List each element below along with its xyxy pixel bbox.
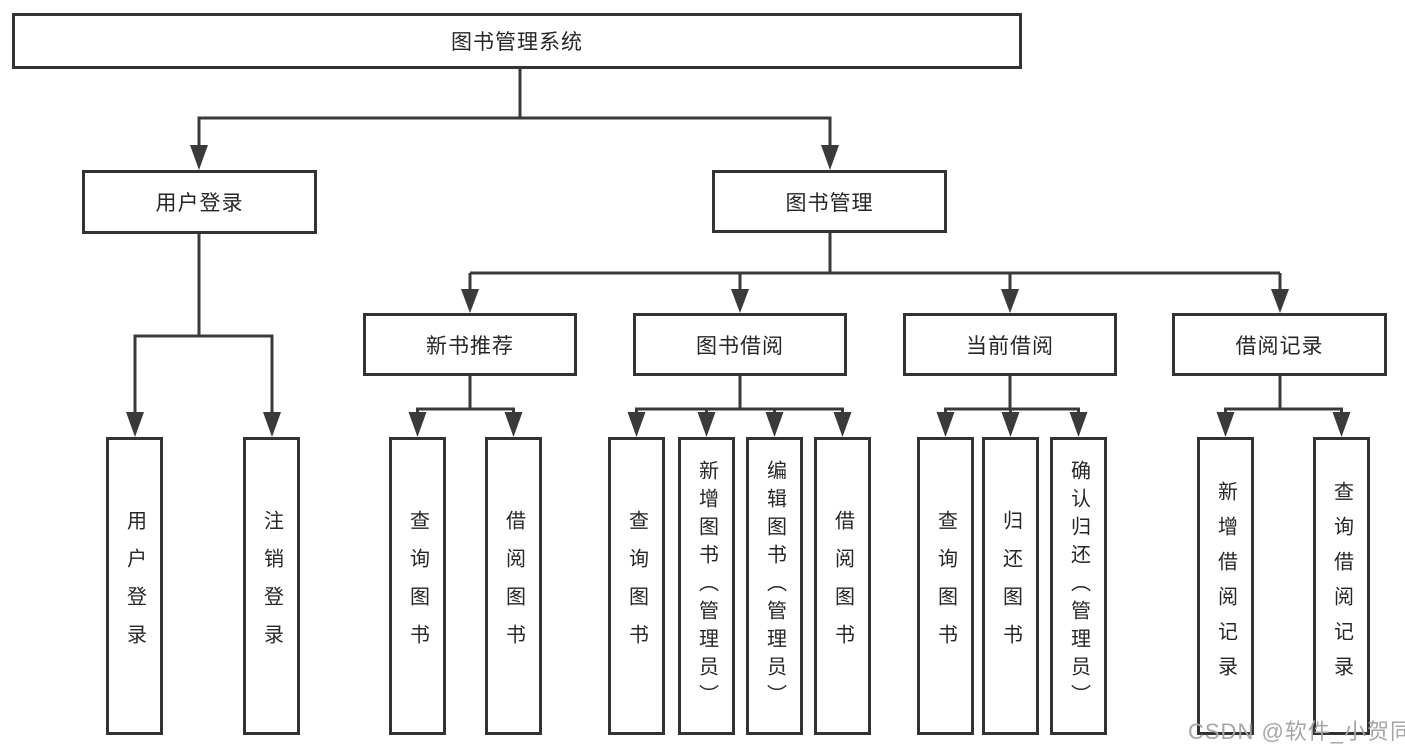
node-label: 新书推荐 [426,334,514,358]
node-label: 注销登录 [260,510,283,662]
node-label: 图书管理系统 [451,31,583,54]
node-label: 查询图书 [934,510,957,662]
leaf-return-books: 归还图书 [982,437,1039,735]
node-label: 查询图书 [406,510,429,662]
leaf-borrow-books: 借阅图书 [814,437,871,735]
node-label: 编辑图书（管理员） [763,460,786,712]
node-label: 用户登录 [123,510,146,662]
arrowhead-icons [126,145,1351,437]
node-label: 借阅图书 [831,510,854,662]
node-label: 借阅图书 [502,510,525,662]
node-user-login: 用户登录 [82,170,317,234]
node-label: 查询图书 [625,510,648,662]
node-label: 用户登录 [155,192,244,215]
leaf-user-login: 用户登录 [106,437,163,735]
node-label: 查询借阅记录 [1330,481,1353,691]
node-label: 当前借阅 [966,334,1054,358]
node-current-borrow: 当前借阅 [903,313,1117,376]
node-book-management: 图书管理 [712,170,947,233]
leaf-borrow-books-recommend: 借阅图书 [485,437,542,735]
node-label: 新增图书（管理员） [695,460,718,712]
node-label: 新增借阅记录 [1214,481,1237,691]
leaf-confirm-return-admin: 确认归还（管理员） [1050,437,1107,735]
node-library-management-system: 图书管理系统 [12,13,1022,69]
node-borrow-records: 借阅记录 [1172,313,1387,376]
leaf-query-books-recommend: 查询图书 [389,437,446,735]
node-label: 借阅记录 [1235,334,1324,358]
node-label: 图书管理 [785,191,874,215]
leaf-edit-books-admin: 编辑图书（管理员） [746,437,803,735]
node-book-borrow: 图书借阅 [633,313,847,376]
leaf-query-books-current: 查询图书 [917,437,974,735]
leaf-add-books-admin: 新增图书（管理员） [678,437,735,735]
node-label: 图书借阅 [696,334,784,358]
node-label: 确认归还（管理员） [1067,460,1090,712]
leaf-add-borrow-record: 新增借阅记录 [1197,437,1254,735]
node-label: 归还图书 [999,510,1022,662]
leaf-query-books-borrow: 查询图书 [608,437,665,735]
csdn-watermark: CSDN @软件_小贺同学 [1188,719,1405,744]
node-new-book-recommend: 新书推荐 [363,313,577,376]
leaf-logout: 注销登录 [243,437,300,735]
leaf-query-borrow-record: 查询借阅记录 [1313,437,1370,735]
